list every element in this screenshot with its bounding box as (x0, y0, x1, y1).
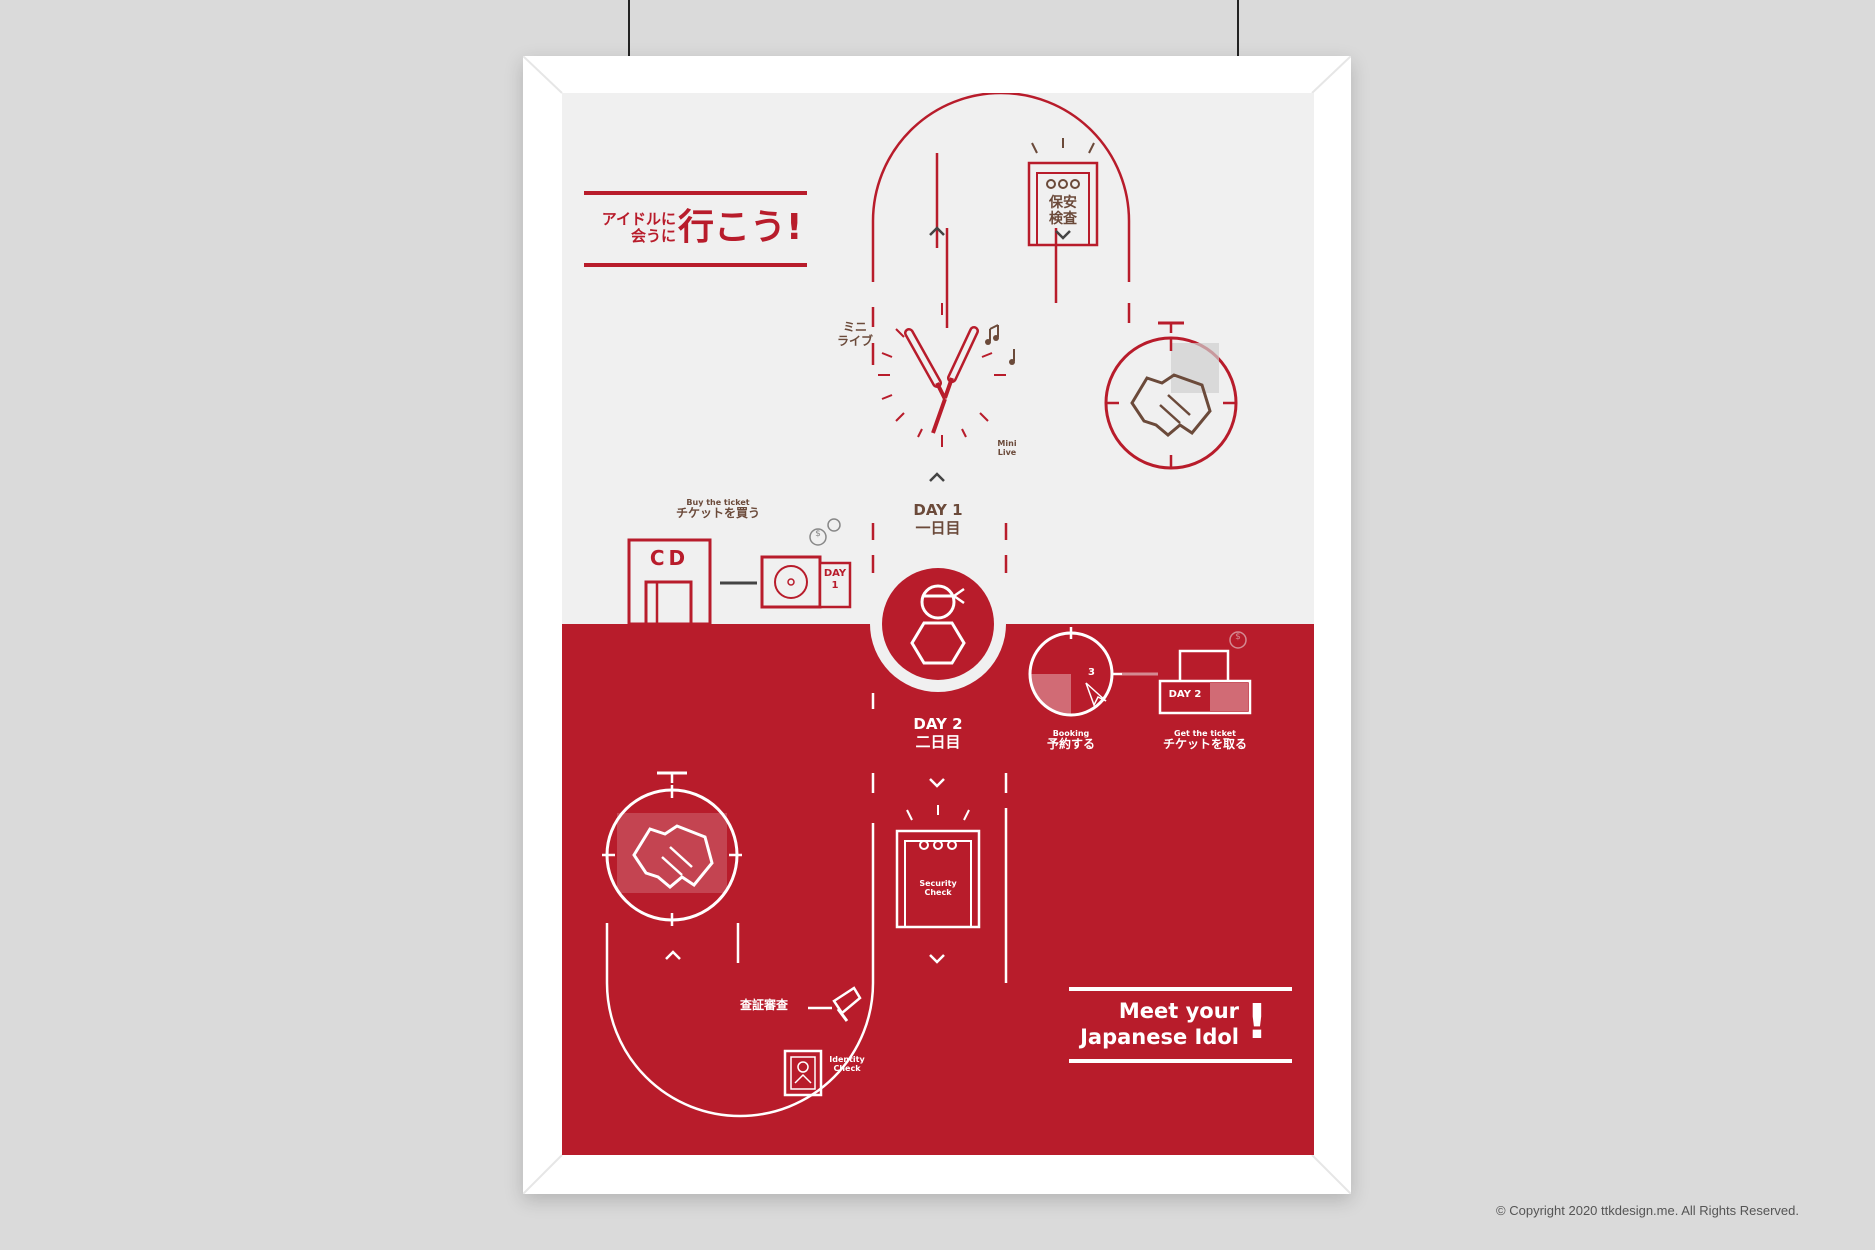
idol-poster: アイドルに 会うに 行こう! Meet your Japanese Idol !… (562, 93, 1314, 1155)
mini-live-clock-icon (878, 303, 1006, 447)
ticket-day1-line1: DAY (823, 568, 847, 579)
mini-live-en-line1: Mini (997, 439, 1017, 448)
mini-live-jp-line1: ミニ (842, 320, 867, 334)
security-en-line1: Security (919, 879, 957, 888)
chevron-down-icon (1055, 230, 1071, 240)
handshake-timer-icon (1104, 321, 1238, 470)
cd-store-icon (627, 538, 712, 626)
chevron-up-icon (665, 950, 681, 960)
id-card-icon (783, 1049, 823, 1097)
title-en-mark: ! (1246, 994, 1268, 1050)
booking-timer-icon (1028, 627, 1122, 717)
title-jp-line2: 会うに (630, 227, 676, 246)
copyright-notice: © Copyright 2020 ttkdesign.me. All Right… (1496, 1203, 1799, 1218)
coin-icon (809, 518, 841, 546)
title-jp-big: 行こう! (678, 207, 803, 248)
security-gate-icon (1027, 138, 1099, 247)
handshake-timer-icon (602, 771, 742, 926)
idol-avatar-icon (870, 556, 1006, 692)
buy-ticket-en: Buy the ticket (686, 498, 750, 507)
ticket-day2-label: DAY 2 (1168, 689, 1202, 700)
poster-graphics (562, 93, 1314, 1155)
top-loop-path (871, 93, 1131, 282)
frame-bevel (523, 56, 1351, 1194)
coin-icon (1229, 631, 1247, 649)
title-en-line1: Meet your (1118, 999, 1239, 1023)
cd-ticket-icon (760, 555, 852, 609)
day1-jp: 一日目 (915, 519, 961, 537)
bottom-loop-path (605, 982, 875, 1118)
chevron-up-icon (929, 226, 945, 236)
booking-jp: 予約する (1046, 737, 1095, 752)
cd-ticket-icon (1158, 631, 1252, 715)
day2-jp: 二日目 (915, 733, 961, 751)
coin-symbol: $ (815, 529, 821, 539)
security-gate-icon (895, 805, 981, 929)
chevron-down-icon (929, 778, 945, 788)
flashlight-icon (832, 986, 862, 1022)
security-jp-line1: 保安 (1049, 195, 1077, 211)
title-jp-line1: アイドルに (601, 210, 676, 228)
get-ticket-en: Get the ticket (1174, 729, 1236, 738)
day1-en: DAY 1 (913, 501, 963, 519)
hanging-wire-right (1237, 0, 1239, 58)
mini-live-jp-line2: ライブ (837, 333, 874, 348)
identity-en-line1: Identity (829, 1055, 865, 1064)
chevron-down-icon (929, 954, 945, 964)
security-en-line2: Check (924, 888, 952, 898)
ticket-day1-line2: 1 (831, 580, 839, 591)
coin-symbol: $ (1235, 632, 1241, 642)
get-ticket-jp: チケットを取る (1162, 737, 1247, 752)
cursor-icon (1085, 682, 1107, 707)
cd-store-label: CD (649, 546, 690, 570)
booking-en: Booking (1052, 729, 1090, 738)
music-note-icon (985, 324, 1015, 365)
booking-number: 3 (1088, 667, 1095, 678)
security-jp-line2: 検査 (1049, 211, 1077, 228)
title-en-line2: Japanese Idol (1080, 1025, 1239, 1050)
hanging-wire-left (628, 0, 630, 58)
day2-en: DAY 2 (913, 715, 963, 733)
chevron-up-icon (929, 472, 945, 482)
identity-en-line2: Check (833, 1064, 861, 1074)
identity-jp: 查証審查 (740, 998, 789, 1012)
mini-live-en-line2: Live (997, 448, 1017, 458)
buy-ticket-jp: チケットを買う (675, 506, 760, 521)
